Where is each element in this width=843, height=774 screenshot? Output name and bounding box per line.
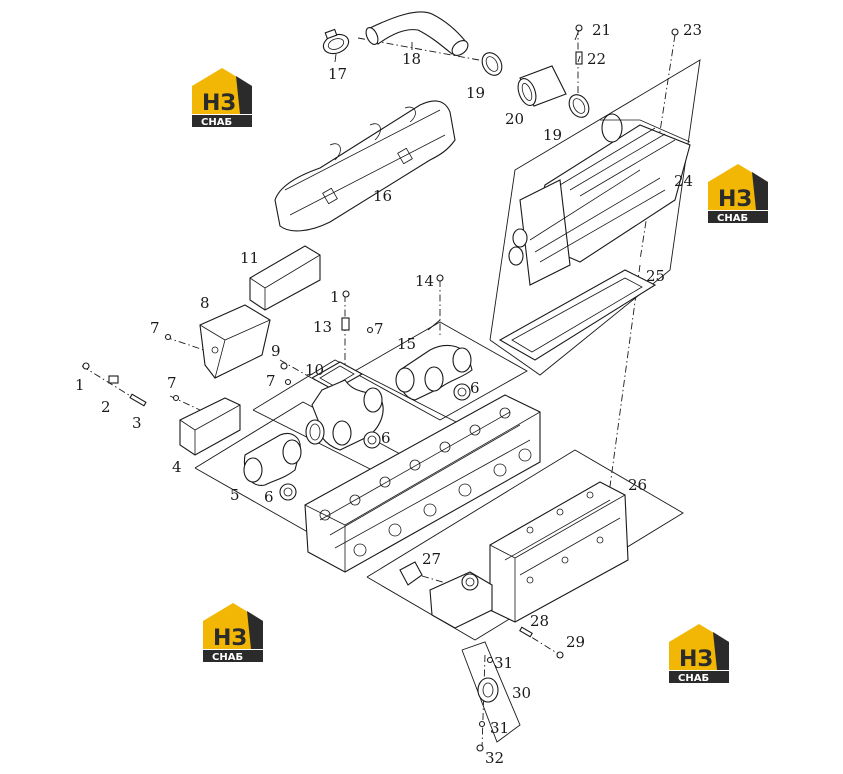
callout-5: 5 xyxy=(230,486,240,504)
callout-2: 2 xyxy=(101,398,111,416)
watermark-logo: НЗ СНАБ xyxy=(203,603,263,663)
callout-7: 7 xyxy=(167,374,177,392)
hose-clamp-19-upper xyxy=(481,52,503,76)
watermark-logo: НЗ СНАБ xyxy=(192,68,252,128)
callout-29: 29 xyxy=(566,633,585,651)
callout-labels: 1 1 2 3 4 5 6 6 6 7 7 7 7 8 9 10 11 13 1… xyxy=(75,21,702,767)
callout-6: 6 xyxy=(264,488,274,506)
callout-14: 14 xyxy=(415,272,434,290)
logo-shadow-shape xyxy=(247,611,263,649)
hose-clamp-19-lower xyxy=(568,94,590,118)
callout-19: 19 xyxy=(543,126,562,144)
logo-caption-bar xyxy=(192,115,252,127)
bolt-29 xyxy=(519,626,564,659)
logo-shadow-shape xyxy=(236,76,252,114)
callout-13: 13 xyxy=(313,318,332,336)
callout-6: 6 xyxy=(381,429,391,447)
bracket-4 xyxy=(179,397,241,456)
callout-7: 7 xyxy=(374,320,384,338)
callout-31: 31 xyxy=(490,719,509,737)
callout-26: 26 xyxy=(628,476,647,494)
callout-23: 23 xyxy=(683,21,702,39)
callout-10: 10 xyxy=(305,361,324,379)
callout-7: 7 xyxy=(150,319,160,337)
bracket-11 xyxy=(249,245,321,311)
callout-20: 20 xyxy=(505,110,524,128)
connector-sleeve-20 xyxy=(517,65,567,107)
callout-21: 21 xyxy=(592,21,611,39)
logo-mark: НЗ xyxy=(718,187,752,212)
callout-7: 7 xyxy=(266,372,276,390)
intercooler-24 xyxy=(508,113,691,286)
callout-1: 1 xyxy=(330,288,340,306)
stud-set-left xyxy=(82,362,147,407)
exhaust-manifold-15 xyxy=(395,344,473,401)
callout-4: 4 xyxy=(172,458,182,476)
callout-9: 9 xyxy=(271,342,281,360)
logo-shadow-shape xyxy=(713,632,729,670)
exhaust-manifold-5 xyxy=(243,432,302,486)
callout-22: 22 xyxy=(587,50,606,68)
logo-caption-bar xyxy=(669,671,729,683)
gasket-27 xyxy=(399,561,423,586)
callout-27: 27 xyxy=(422,550,441,568)
callout-11: 11 xyxy=(240,249,259,267)
callout-25: 25 xyxy=(646,267,665,285)
elbow-hose-18 xyxy=(365,11,469,56)
exhaust-manifold-10 xyxy=(305,361,384,451)
callout-18: 18 xyxy=(402,50,421,68)
logo-caption: СНАБ xyxy=(678,673,709,684)
intake-manifold-26 xyxy=(489,481,629,623)
small-fasteners xyxy=(164,274,444,402)
intake-pipe-28 xyxy=(429,571,493,629)
heat-shield-16 xyxy=(274,100,456,232)
cylinder-head xyxy=(304,394,541,573)
callout-16: 16 xyxy=(373,187,392,205)
callout-31: 31 xyxy=(494,654,513,672)
callout-30: 30 xyxy=(512,684,531,702)
fitting-30 xyxy=(477,677,499,703)
logo-caption: СНАБ xyxy=(201,117,232,128)
bracket-8 xyxy=(199,304,271,379)
callout-32: 32 xyxy=(485,749,504,767)
washers-31-32 xyxy=(476,656,494,752)
watermark-logo: НЗ СНАБ xyxy=(669,624,729,684)
logo-caption-bar xyxy=(203,650,263,662)
logo-mark: НЗ xyxy=(213,626,247,651)
leader-lines xyxy=(334,29,581,331)
bolt-23 xyxy=(671,28,679,36)
callout-24: 24 xyxy=(674,172,693,190)
callout-6: 6 xyxy=(470,379,480,397)
logo-caption: СНАБ xyxy=(717,213,748,224)
callout-3: 3 xyxy=(132,414,142,432)
gasket-25 xyxy=(498,269,657,361)
callout-8: 8 xyxy=(200,294,210,312)
gaskets-6 xyxy=(279,383,471,501)
callout-15: 15 xyxy=(397,335,416,353)
hose-clamp-17 xyxy=(322,28,350,55)
logo-caption-bar xyxy=(708,211,768,223)
logo-mark: НЗ xyxy=(679,647,713,672)
callout-28: 28 xyxy=(530,612,549,630)
callout-19: 19 xyxy=(466,84,485,102)
logo-caption: СНАБ xyxy=(212,652,243,663)
watermark-logo: НЗ СНАБ xyxy=(708,164,768,224)
logo-mark: НЗ xyxy=(202,91,236,116)
callout-17: 17 xyxy=(328,65,347,83)
callout-1: 1 xyxy=(75,376,85,394)
logo-shadow-shape xyxy=(752,172,768,210)
